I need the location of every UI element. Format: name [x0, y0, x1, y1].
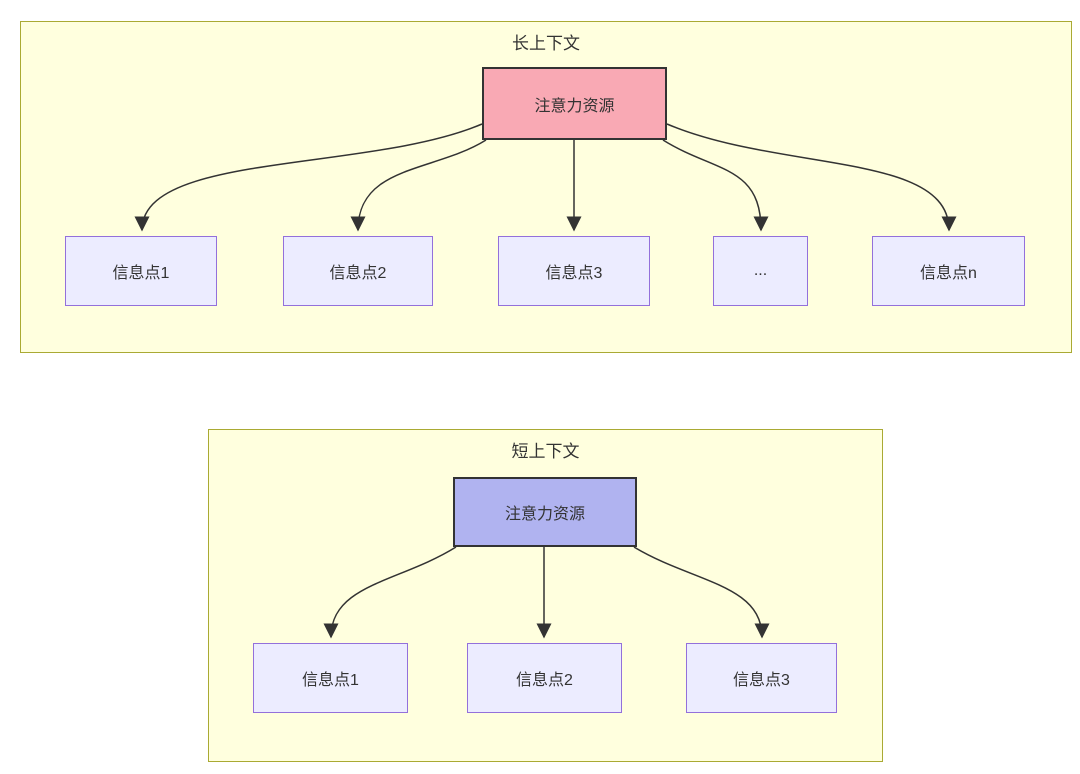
long-info-point-n-node: 信息点n [872, 236, 1025, 306]
long-info-point-3-node: 信息点3 [498, 236, 650, 306]
long-info-point-2-node: 信息点2 [283, 236, 433, 306]
short-info-point-1-node: 信息点1 [253, 643, 408, 713]
long-info-point-1-node: 信息点1 [65, 236, 217, 306]
short-context-title: 短上下文 [511, 442, 580, 461]
short-attention-resource-node: 注意力资源 [453, 477, 637, 547]
long-attention-resource-node: 注意力资源 [482, 67, 667, 140]
long-info-point-ellipsis-node: ... [713, 236, 808, 306]
long-context-title: 长上下文 [512, 34, 580, 53]
short-info-point-2-node: 信息点2 [467, 643, 622, 713]
short-info-point-3-node: 信息点3 [686, 643, 837, 713]
